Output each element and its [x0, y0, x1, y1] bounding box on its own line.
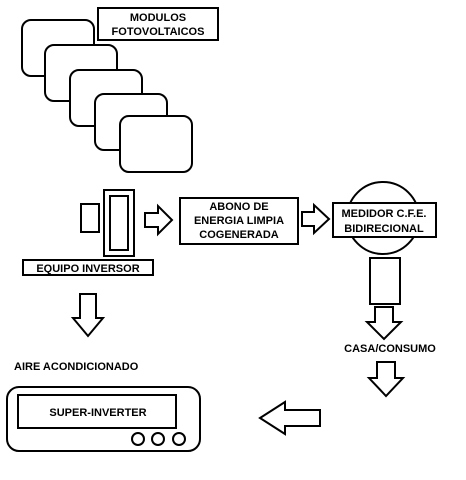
- casa-label: CASA/CONSUMO: [344, 343, 436, 355]
- ac-unit-display: [17, 394, 177, 429]
- abono-line2: ENERGIA LIMPIA: [194, 215, 284, 227]
- arrow-right-2-icon: [301, 202, 331, 236]
- inverter-label: EQUIPO INVERSOR: [36, 263, 139, 275]
- meter-label-box: [332, 202, 437, 238]
- inverter-device: [80, 189, 135, 257]
- meter-line2: BIDIRECIONAL: [344, 223, 424, 235]
- arrow-left-ac-icon: [258, 400, 321, 436]
- meter-line1: MEDIDOR C.F.E.: [342, 208, 427, 220]
- inverter-inner-case: [109, 195, 129, 251]
- arrow-right-1-icon: [144, 203, 174, 237]
- ac-button-2-icon: [151, 432, 165, 446]
- solar-panel-5: [119, 115, 193, 173]
- inverter-small-module: [80, 203, 100, 233]
- house-load-box: [369, 257, 401, 305]
- abono-line3: COGENERADA: [199, 229, 279, 241]
- abono-box: [179, 197, 299, 245]
- aire-label: AIRE ACONDICIONADO: [14, 361, 139, 373]
- panels-label-box: [97, 7, 219, 41]
- panels-label-line2: FOTOVOLTAICOS: [112, 26, 205, 38]
- ac-unit: SUPER-INVERTER: [6, 386, 201, 452]
- abono-line1: ABONO DE: [209, 201, 268, 213]
- solar-panel-stack: [21, 19, 193, 173]
- ac-button-3-icon: [172, 432, 186, 446]
- inverter-label-box: [22, 259, 154, 276]
- ac-unit-label: SUPER-INVERTER: [49, 407, 146, 419]
- arrow-down-casa-icon: [364, 306, 404, 341]
- ac-button-1-icon: [131, 432, 145, 446]
- panels-label-line1: MODULOS: [130, 12, 186, 24]
- arrow-down-inverter-icon: [70, 293, 106, 338]
- arrow-down-consumo-icon: [366, 361, 406, 398]
